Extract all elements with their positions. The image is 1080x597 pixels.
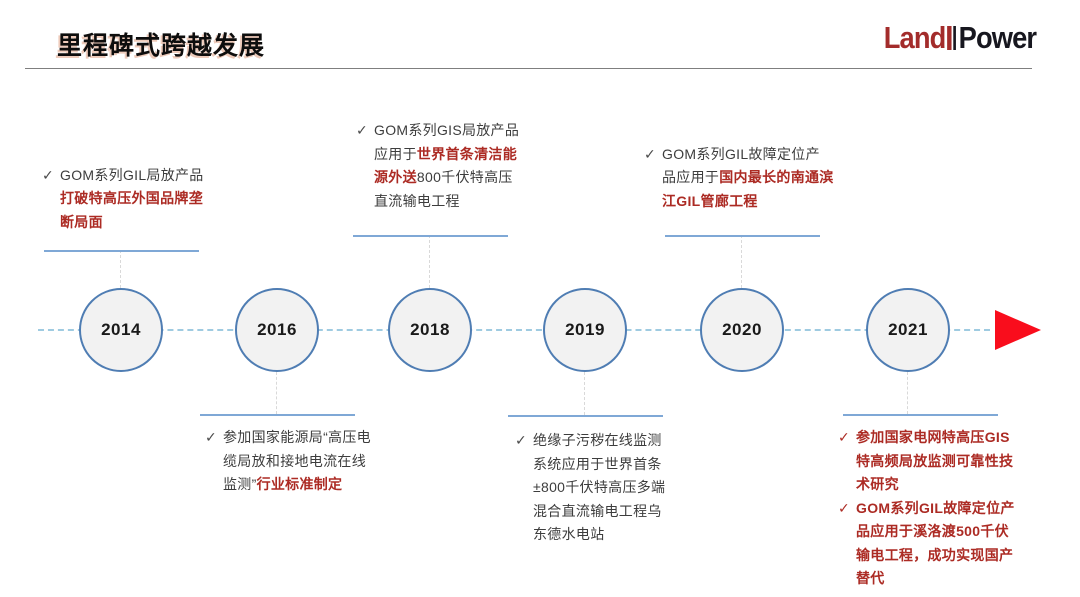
connector-line xyxy=(584,372,585,415)
check-icon: ✓ xyxy=(42,166,54,183)
block-underline xyxy=(200,414,355,416)
check-icon: ✓ xyxy=(205,429,217,445)
block-underline xyxy=(843,414,998,416)
milestone-item: ✓ 绝缘子污秽在线监测系统应用于世界首条±800千伏特高压多端混合直流输电工程乌东… xyxy=(515,429,671,547)
timeline-arrow-icon xyxy=(995,310,1041,350)
year-label: 2018 xyxy=(410,320,450,339)
milestone-text: GOM系列GIL故障定位产品应用于国内最长的南通滨江GIL管廊工程 xyxy=(662,143,834,214)
plain-text: GOM系列GIL故障定位产品应用于 xyxy=(662,145,820,186)
logo-land-text: Land xyxy=(883,20,947,55)
plain-text: 绝缘子污秽在线监测系统应用于世界首条±800千伏特高压多端混合直流输电工程乌东德… xyxy=(533,432,666,542)
milestone-text-block: ✓ GOM系列GIL局放产品打破特高压外国品牌垄断局面 xyxy=(42,164,214,235)
block-underline xyxy=(353,235,508,237)
connector-line xyxy=(429,235,430,288)
timeline-node: 2018 xyxy=(388,288,472,372)
milestone-text-block: ✓ 参加国家能源局“高压电缆局放和接地电流在线监测”行业标准制定 xyxy=(205,426,377,497)
connector-line xyxy=(907,372,908,414)
year-label: 2014 xyxy=(101,320,141,339)
block-underline xyxy=(508,415,663,417)
timeline-node: 2014 xyxy=(79,288,163,372)
highlight-text: 行业标准制定 xyxy=(256,476,343,492)
highlight-text: 国内最长的南通滨江GIL管廊工程 xyxy=(662,169,834,209)
milestone-text: 参加国家电网特高压GIS特高频局放监测可靠性技术研究 xyxy=(856,426,1020,497)
milestone-text: 绝缘子污秽在线监测系统应用于世界首条±800千伏特高压多端混合直流输电工程乌东德… xyxy=(533,429,671,547)
plain-text: GOM系列GIL局放产品 xyxy=(60,166,204,183)
plain-text: 参加国家能源局“高压电缆局放和接地电流在线监测” xyxy=(223,429,371,492)
logo-power-text: Power xyxy=(958,20,1037,55)
milestone-text: GOM系列GIL局放产品打破特高压外国品牌垄断局面 xyxy=(60,164,214,235)
year-label: 2021 xyxy=(888,320,928,339)
plain-text: GOM系列GIS局放产品应用于 xyxy=(374,122,520,162)
block-underline xyxy=(665,235,820,237)
timeline-node: 2020 xyxy=(700,288,784,372)
check-icon: ✓ xyxy=(356,122,368,138)
milestone-text: GOM系列GIS局放产品应用于世界首条清洁能源外送800千伏特高压直流输电工程 xyxy=(374,119,520,213)
highlight-text: 世界首条清洁能源外送 xyxy=(374,145,518,186)
year-label: 2019 xyxy=(565,320,605,339)
milestone-text: GOM系列GIL故障定位产品应用于溪洛渡500千伏输电工程，成功实现国产替代 xyxy=(856,497,1020,591)
milestone-item: ✓ GOM系列GIS局放产品应用于世界首条清洁能源外送800千伏特高压直流输电工程 xyxy=(356,119,520,213)
milestone-item: ✓ GOM系列GIL局放产品打破特高压外国品牌垄断局面 xyxy=(42,164,214,235)
timeline-node: 2021 xyxy=(866,288,950,372)
connector-line xyxy=(276,372,277,414)
milestone-text-block: ✓ 参加国家电网特高压GIS特高频局放监测可靠性技术研究 ✓ GOM系列GIL故障定位… xyxy=(838,426,1020,591)
milestone-item: ✓ GOM系列GIL故障定位产品应用于国内最长的南通滨江GIL管廊工程 xyxy=(644,143,834,214)
milestone-text-block: ✓ GOM系列GIL故障定位产品应用于国内最长的南通滨江GIL管廊工程 xyxy=(644,143,834,214)
check-icon: ✓ xyxy=(838,429,850,445)
milestone-item: ✓ 参加国家电网特高压GIS特高频局放监测可靠性技术研究 xyxy=(838,426,1020,497)
milestone-text-block: ✓ GOM系列GIS局放产品应用于世界首条清洁能源外送800千伏特高压直流输电工程 xyxy=(356,119,520,213)
year-label: 2020 xyxy=(722,320,762,339)
timeline-axis xyxy=(38,329,990,331)
connector-line xyxy=(741,235,742,288)
check-icon: ✓ xyxy=(515,432,527,448)
logo-double-bar-icon xyxy=(947,25,956,50)
check-icon: ✓ xyxy=(838,499,850,516)
milestone-item: ✓ GOM系列GIL故障定位产品应用于溪洛渡500千伏输电工程，成功实现国产替代 xyxy=(838,497,1020,591)
milestone-text: 参加国家能源局“高压电缆局放和接地电流在线监测”行业标准制定 xyxy=(223,426,377,497)
header-divider xyxy=(25,68,1032,69)
block-underline xyxy=(44,250,199,252)
plain-text: 800千伏特高压直流输电工程 xyxy=(374,169,513,209)
highlight-text: GOM系列GIL故障定位产品应用于溪洛渡500千伏输电工程，成功实现国产替代 xyxy=(856,499,1015,587)
highlight-text: 打破特高压外国品牌垄断局面 xyxy=(60,190,203,230)
timeline-node: 2016 xyxy=(235,288,319,372)
connector-line xyxy=(120,250,121,288)
page-title: 里程碑式跨越发展 xyxy=(57,32,266,60)
landpower-logo: Land Power xyxy=(883,20,1037,55)
check-icon: ✓ xyxy=(644,145,656,162)
milestone-item: ✓ 参加国家能源局“高压电缆局放和接地电流在线监测”行业标准制定 xyxy=(205,426,377,497)
milestone-text-block: ✓ 绝缘子污秽在线监测系统应用于世界首条±800千伏特高压多端混合直流输电工程乌东… xyxy=(515,429,671,547)
year-label: 2016 xyxy=(257,320,297,339)
timeline-node: 2019 xyxy=(543,288,627,372)
highlight-text: 参加国家电网特高压GIS特高频局放监测可靠性技术研究 xyxy=(856,429,1014,492)
